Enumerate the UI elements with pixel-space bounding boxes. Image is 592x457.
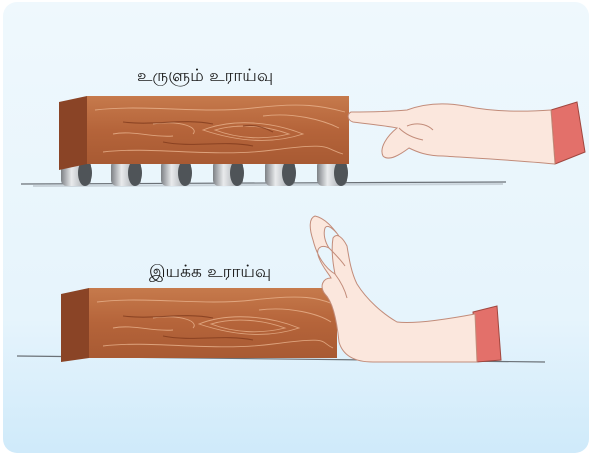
friction-illustration <box>3 2 589 453</box>
wooden-block-bottom <box>61 288 337 362</box>
diagram-panel: உருளும் உராய்வு இயக்க உராய்வு <box>3 2 589 453</box>
pointing-hand <box>348 102 585 164</box>
kinetic-friction-label: இயக்க உராய்வு <box>149 262 271 284</box>
wooden-block-top <box>59 96 349 170</box>
rolling-scene <box>21 96 585 186</box>
pushing-hand <box>310 216 501 362</box>
rolling-friction-label: உருளும் உராய்வு <box>137 66 273 88</box>
kinetic-scene <box>17 216 545 362</box>
